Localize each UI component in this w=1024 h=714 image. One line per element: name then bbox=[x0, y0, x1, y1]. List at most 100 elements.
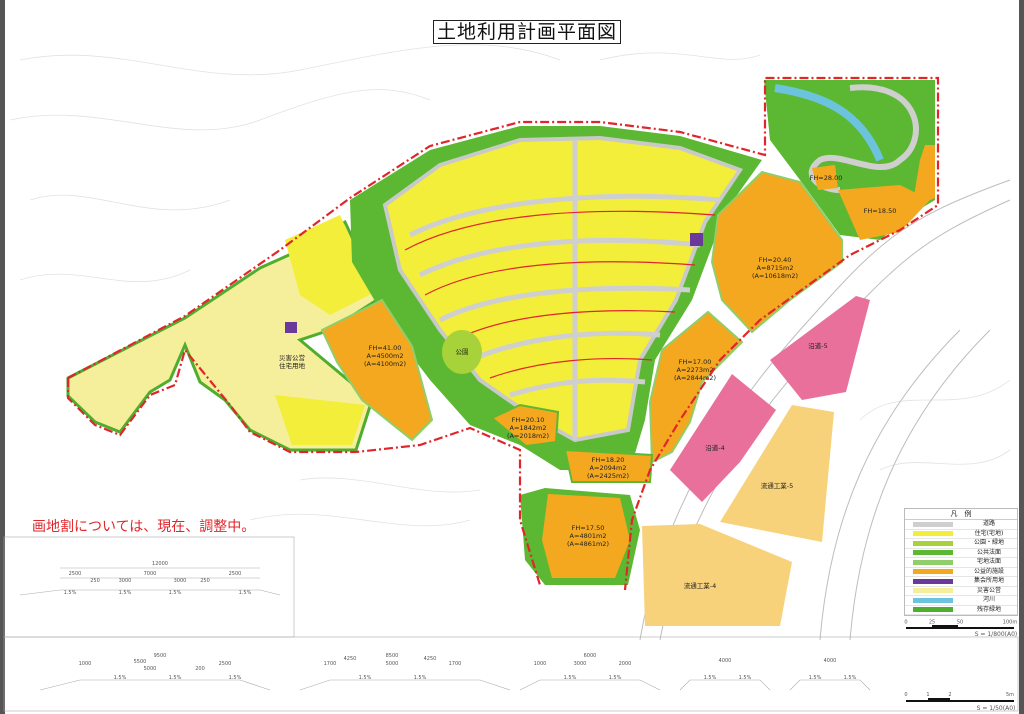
legend-swatch bbox=[913, 531, 953, 537]
svg-text:5m: 5m bbox=[1006, 692, 1014, 698]
zone-west-residential-lots[interactable] bbox=[285, 215, 375, 315]
svg-text:1.5%: 1.5% bbox=[739, 675, 752, 681]
cross-sections bbox=[3, 536, 1019, 712]
section-2-dims: 9500 1000 5500 5000 2500 200 1.5% 1.5% 1… bbox=[79, 653, 242, 681]
zone-roadside-4[interactable] bbox=[670, 374, 776, 502]
svg-text:4250: 4250 bbox=[344, 656, 357, 662]
svg-text:3000: 3000 bbox=[174, 578, 187, 584]
legend-item: 道路 bbox=[905, 520, 1017, 530]
legend-label: 住宅(宅地) bbox=[974, 529, 1004, 537]
svg-text:1.5%: 1.5% bbox=[809, 675, 822, 681]
section-4-dims: 6000 1000 3000 2000 1.5% 1.5% bbox=[534, 653, 632, 681]
legend-label: 道路 bbox=[982, 520, 995, 528]
svg-text:1.5%: 1.5% bbox=[114, 675, 127, 681]
legend-item: 災害公営 bbox=[905, 587, 1017, 596]
meeting-hall-central[interactable] bbox=[690, 233, 703, 246]
park-label: 公園 bbox=[456, 348, 469, 356]
svg-text:250: 250 bbox=[200, 578, 210, 584]
svg-text:S = 1/50(A0): S = 1/50(A0) bbox=[977, 705, 1016, 712]
dist5-label: 流通工業-5 bbox=[761, 481, 793, 490]
legend-swatch bbox=[913, 569, 953, 575]
legend-label: 集会所用地 bbox=[973, 577, 1004, 585]
svg-text:1.5%: 1.5% bbox=[169, 590, 182, 596]
svg-text:1.5%: 1.5% bbox=[169, 675, 182, 681]
svg-text:3000: 3000 bbox=[119, 578, 132, 584]
fh4100-height: FH=41.00 bbox=[369, 344, 402, 352]
fh2040-area-alt: (A=10618m2) bbox=[752, 272, 798, 280]
park-central[interactable] bbox=[442, 330, 482, 374]
legend-swatch bbox=[913, 559, 953, 565]
lot-division-lines bbox=[404, 210, 716, 379]
svg-text:9500: 9500 bbox=[154, 653, 167, 659]
svg-text:1.5%: 1.5% bbox=[414, 675, 427, 681]
legend-item: 住宅(宅地) bbox=[905, 529, 1017, 539]
svg-text:100m: 100m bbox=[1003, 620, 1018, 626]
zone-west-lots-south[interactable] bbox=[275, 395, 365, 445]
zone-distribution-5[interactable] bbox=[720, 405, 834, 542]
svg-text:4000: 4000 bbox=[824, 658, 837, 664]
legend-item: 公園・緑地 bbox=[905, 539, 1017, 549]
svg-text:1.5%: 1.5% bbox=[564, 675, 577, 681]
svg-text:1.5%: 1.5% bbox=[119, 590, 132, 596]
legend-swatch bbox=[913, 597, 953, 603]
fh1820-area: A=2094m2 bbox=[590, 464, 627, 472]
zone-fh1700[interactable] bbox=[648, 310, 744, 464]
legend: 凡 例 道路住宅(宅地)公園・緑地公共法面宅地法面公益的施設集会所用地災害公営河… bbox=[904, 508, 1018, 616]
roadside4-label: 沿道-4 bbox=[705, 443, 724, 452]
fh4100-area: A=4500m2 bbox=[367, 352, 404, 360]
legend-swatch bbox=[913, 550, 953, 556]
central-internal-roads bbox=[408, 140, 721, 440]
fh2010-height: FH=20.10 bbox=[512, 416, 545, 424]
svg-text:1000: 1000 bbox=[534, 661, 547, 667]
legend-label: 公園・緑地 bbox=[973, 539, 1004, 547]
svg-text:5000: 5000 bbox=[144, 666, 157, 672]
fh2010-area-alt: (A=2018m2) bbox=[507, 432, 549, 440]
zone-ne-facility[interactable] bbox=[912, 145, 935, 208]
svg-text:1700: 1700 bbox=[449, 661, 462, 667]
zone-distribution-4[interactable] bbox=[642, 524, 792, 626]
svg-text:0: 0 bbox=[904, 692, 907, 698]
legend-label: 公共法面 bbox=[976, 548, 1001, 556]
svg-text:50: 50 bbox=[957, 620, 963, 626]
fh2010-area: A=1842m2 bbox=[510, 424, 547, 432]
fh2800-label: FH=28.00 bbox=[810, 174, 843, 182]
fh1700-area: A=2273m2 bbox=[677, 366, 714, 374]
zone-fh2010[interactable] bbox=[490, 403, 560, 448]
svg-text:1.5%: 1.5% bbox=[704, 675, 717, 681]
zone-fh2800[interactable] bbox=[812, 165, 838, 190]
zone-fh1750[interactable] bbox=[542, 494, 630, 578]
fh1750-height: FH=17.50 bbox=[572, 524, 605, 532]
zone-fh4100[interactable] bbox=[320, 298, 434, 442]
svg-text:8500: 8500 bbox=[386, 653, 399, 659]
meeting-hall-west[interactable] bbox=[285, 322, 297, 333]
svg-text:250: 250 bbox=[90, 578, 100, 584]
zone-roadside-5[interactable] bbox=[770, 296, 870, 400]
river[interactable] bbox=[774, 84, 884, 162]
svg-text:2000: 2000 bbox=[619, 661, 632, 667]
legend-item: 集会所用地 bbox=[905, 577, 1017, 587]
svg-text:2500: 2500 bbox=[229, 571, 242, 577]
legend-item: 宅地法面 bbox=[905, 558, 1017, 568]
svg-text:12000: 12000 bbox=[152, 561, 168, 567]
svg-text:1.5%: 1.5% bbox=[229, 675, 242, 681]
svg-text:7000: 7000 bbox=[144, 571, 157, 577]
svg-text:2500: 2500 bbox=[219, 661, 232, 667]
zone-fh1820[interactable] bbox=[563, 448, 654, 483]
fh1750-area: A=4801m2 bbox=[570, 532, 607, 540]
dist4-label: 流通工業-4 bbox=[684, 581, 716, 590]
section-6-dims: 4000 1.5% 1.5% bbox=[809, 658, 857, 681]
svg-text:2: 2 bbox=[948, 692, 951, 698]
zone-fh2040[interactable] bbox=[710, 170, 843, 334]
svg-text:1000: 1000 bbox=[79, 661, 92, 667]
legend-rows: 道路住宅(宅地)公園・緑地公共法面宅地法面公益的施設集会所用地災害公営河川残存緑… bbox=[905, 520, 1017, 615]
svg-text:0: 0 bbox=[904, 620, 907, 626]
project-boundary bbox=[66, 76, 940, 591]
svg-text:3000: 3000 bbox=[574, 661, 587, 667]
svg-text:25: 25 bbox=[929, 620, 935, 626]
zone-fh1850[interactable] bbox=[838, 185, 930, 240]
legend-label: 宅地法面 bbox=[976, 558, 1001, 566]
svg-text:5000: 5000 bbox=[386, 661, 399, 667]
svg-text:4000: 4000 bbox=[719, 658, 732, 664]
